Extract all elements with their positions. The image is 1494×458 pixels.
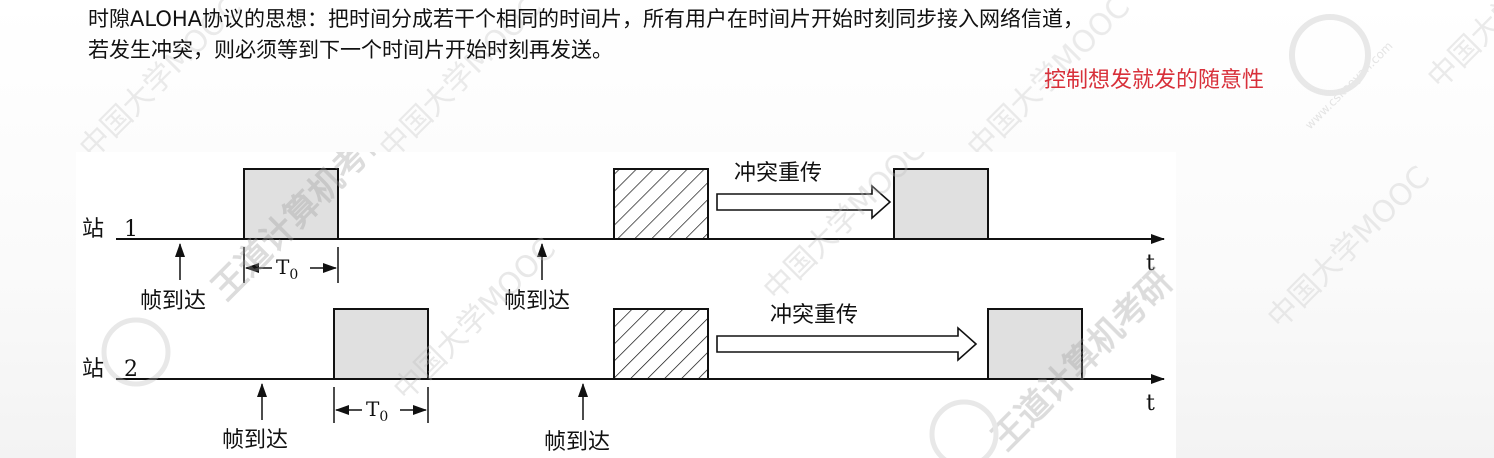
station-1-collision-frame — [613, 168, 709, 240]
intro-line-2: 若发生冲突，则必须等到下一个时间片开始时刻再发送。 — [88, 38, 613, 62]
station-1-time-label: t — [1146, 251, 1155, 276]
station-1-retransmitted-frame — [893, 168, 989, 240]
station-1-retransmit-label: 冲突重传 — [734, 161, 822, 186]
slotted-aloha-diagram: 站 1 t 冲突重传 帧到达 帧到达 T0 站 2 t 冲突重传 — [76, 152, 1176, 458]
watermark-logo — [101, 317, 171, 387]
station-2-arrival-label-2: 帧到达 — [544, 430, 610, 455]
station-2-slot-label: T0 — [366, 397, 388, 425]
station-2-collision-frame — [613, 308, 709, 380]
station-1-number: 1 — [124, 217, 138, 242]
station-1-label: 站 — [82, 217, 104, 242]
station-2-label: 站 — [82, 357, 104, 382]
station-1-frame — [243, 168, 339, 240]
intro-line-1: 时隙ALOHA协议的思想：把时间分成若干个相同的时间片，所有用户在时间片开始时刻… — [88, 7, 1084, 31]
watermark-logo — [929, 399, 999, 458]
station-1-arrival-label-1: 帧到达 — [140, 289, 206, 314]
station-2-time-label: t — [1146, 391, 1155, 416]
red-note: 控制想发就发的随意性 — [1044, 68, 1265, 93]
station-2-retransmit-arrow — [716, 326, 978, 362]
station-2-retransmit-label: 冲突重传 — [770, 303, 858, 328]
station-2-retransmitted-frame — [987, 308, 1083, 380]
diagram-svg: 站 1 t 冲突重传 帧到达 帧到达 T0 站 2 t 冲突重传 — [82, 152, 1176, 458]
station-2-number: 2 — [124, 357, 138, 382]
station-2-frame — [333, 308, 429, 380]
station-1-slot-label: T0 — [276, 255, 298, 283]
station-2-arrival-label-1: 帧到达 — [222, 428, 288, 453]
intro-paragraph: 时隙ALOHA协议的思想：把时间分成若干个相同的时间片，所有用户在时间片开始时刻… — [88, 4, 1468, 66]
station-1-retransmit-arrow — [716, 184, 892, 220]
station-1-arrival-label-2: 帧到达 — [504, 289, 570, 314]
